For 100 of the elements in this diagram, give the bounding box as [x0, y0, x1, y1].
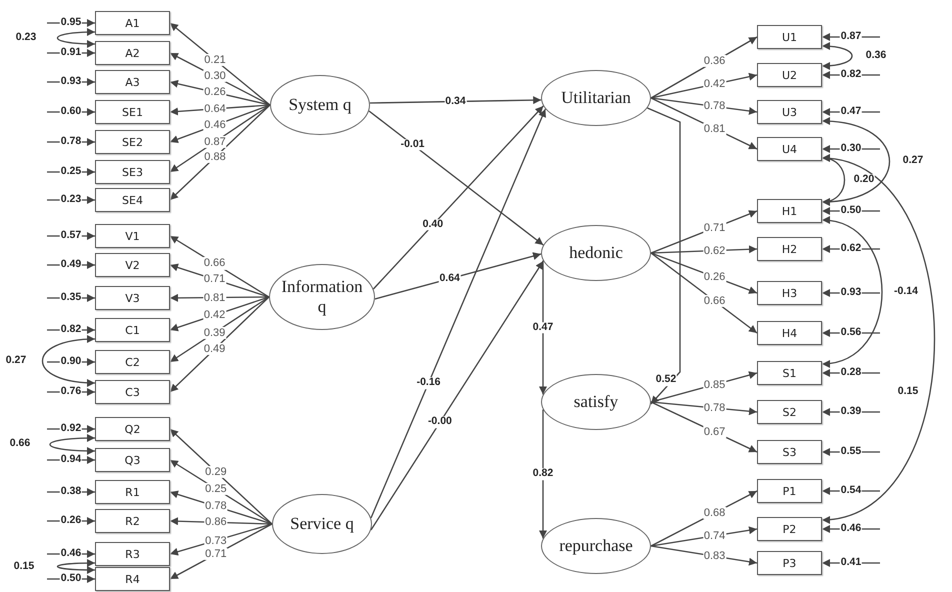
edge-label: 0.52	[654, 374, 678, 386]
edge-label: -0.00	[426, 416, 453, 428]
loading-arrow	[170, 523, 272, 556]
edge-label: 0.88	[203, 151, 227, 164]
edge-label: -0.16	[416, 377, 442, 389]
loading-arrow	[170, 235, 270, 298]
indicator-box: A1	[95, 11, 170, 35]
loading-arrow	[650, 490, 758, 547]
loading-arrow	[170, 523, 272, 580]
indicator-box: S2	[757, 400, 822, 424]
indicator-box: SE4	[95, 188, 170, 212]
edge-label: 0.42	[202, 309, 226, 322]
edge-label: 0.47	[532, 322, 554, 334]
indicator-box: U4	[757, 137, 822, 161]
indicator-box: V3	[95, 286, 170, 310]
loading-arrow	[170, 428, 272, 524]
edge-label: 0.68	[702, 506, 726, 520]
path-arrow	[372, 106, 544, 290]
indicator-box: U3	[757, 100, 822, 124]
edge-label: 0.86	[204, 516, 228, 528]
loading-arrow	[170, 104, 270, 173]
edge-label: 0.71	[202, 273, 226, 286]
correlation-arrow	[49, 434, 96, 455]
loading-arrow	[170, 296, 270, 332]
loading-arrow	[650, 252, 758, 334]
correlation-arrow	[57, 559, 95, 574]
indicator-box: A2	[95, 41, 170, 65]
indicator-box: P2	[757, 517, 822, 541]
loading-arrow	[170, 104, 270, 200]
indicator-box: H4	[757, 321, 822, 345]
indicator-box: A3	[95, 70, 170, 94]
edge-label: 0.26	[203, 86, 227, 98]
edge-label: 0.78	[702, 402, 726, 414]
edge-label: 0.39	[202, 326, 226, 339]
correlation-arrow	[822, 42, 852, 70]
loading-arrow	[650, 72, 758, 99]
indicator-box: S1	[757, 361, 822, 385]
loading-arrow	[170, 294, 269, 302]
loading-arrow	[170, 264, 270, 298]
loading-arrow	[170, 22, 270, 106]
loading-arrow	[170, 296, 270, 392]
indicator-box: R2	[95, 509, 170, 533]
path-arrow	[370, 108, 546, 518]
edge-label: 0.82	[532, 468, 554, 480]
indicator-box: H3	[757, 281, 822, 305]
edge-label: 0.29	[204, 466, 228, 478]
indicator-box: C2	[95, 350, 170, 374]
loading-arrow	[170, 80, 270, 106]
edge-label: 0.25	[204, 482, 228, 495]
edge-label: 0.71	[702, 222, 726, 234]
edge-label: 0.81	[202, 292, 226, 304]
correlation-arrow	[822, 217, 883, 367]
edge-label: 0.78	[702, 100, 726, 112]
edge-label: 0.64	[203, 102, 227, 115]
edge-label: 0.74	[702, 530, 726, 542]
edge-label: 0.64	[438, 272, 461, 285]
loading-arrow	[170, 459, 272, 525]
latent-ellipse: repurchase	[541, 518, 651, 574]
loading-arrow	[650, 526, 758, 547]
edge-label: 0.42	[702, 78, 726, 90]
edge-label: 0.26	[702, 270, 726, 284]
loading-arrow	[170, 296, 270, 363]
loading-arrow	[650, 401, 758, 453]
latent-ellipse: satisfy	[541, 374, 651, 430]
loading-arrow	[650, 245, 758, 254]
loading-arrow	[650, 252, 758, 294]
indicator-box: SE1	[95, 100, 170, 124]
loading-arrow	[170, 517, 272, 526]
indicator-box: H1	[757, 199, 822, 223]
indicator-box: H2	[757, 237, 822, 261]
edge-label: 0.83	[702, 550, 726, 562]
latent-ellipse: System q	[270, 75, 370, 135]
edge-label: 0.66	[202, 257, 226, 270]
path-arrow	[647, 107, 681, 404]
loading-arrow	[650, 210, 758, 254]
loading-arrow	[650, 371, 758, 403]
path-arrow	[370, 260, 544, 530]
edge-label: 0.40	[422, 219, 444, 231]
loading-arrow	[650, 97, 758, 115]
indicator-box: V1	[95, 224, 170, 248]
latent-ellipse: Utilitarian	[541, 70, 651, 126]
indicator-box: U2	[757, 63, 822, 87]
indicator-box: SE3	[95, 160, 170, 184]
correlation-arrow	[56, 28, 96, 48]
latent-ellipse: Information q	[269, 264, 375, 330]
indicator-box: V2	[95, 253, 170, 277]
loading-arrow	[170, 52, 270, 106]
correlation-arrow	[822, 118, 890, 206]
latent-ellipse: Service q	[272, 494, 372, 554]
edge-label: -0.01	[400, 138, 426, 150]
edge-label: 0.85	[702, 378, 726, 391]
loading-arrow	[170, 490, 272, 525]
edge-label: 0.87	[203, 136, 227, 148]
edge-label: 0.21	[203, 54, 227, 66]
indicator-box: P3	[757, 551, 822, 575]
edge-label: 0.46	[203, 119, 227, 132]
path-arrow	[368, 110, 544, 246]
edge-label: 0.71	[204, 548, 228, 560]
loading-arrow	[650, 97, 758, 150]
edge-label: 0.62	[702, 244, 726, 257]
